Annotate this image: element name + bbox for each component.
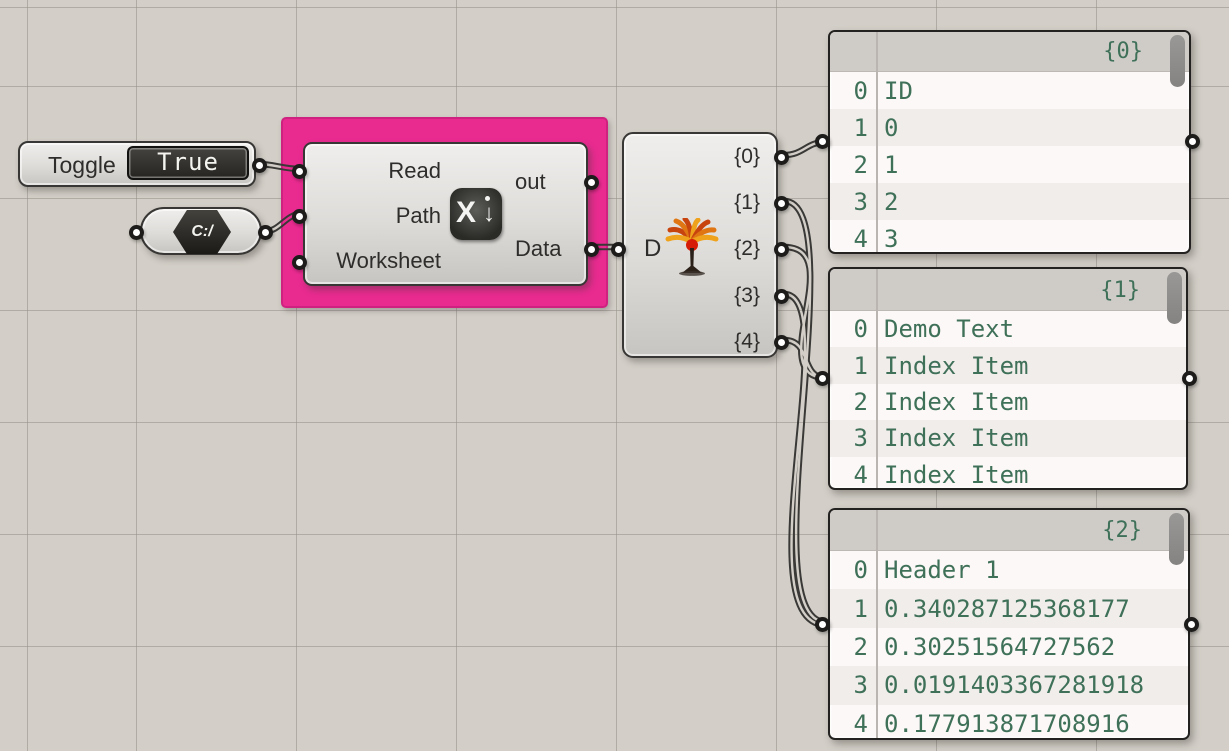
panel0-scrollbar-thumb[interactable] [1170,35,1185,87]
wire-out3-to-panel2 [783,290,827,629]
excel-data-nub[interactable] [584,242,599,257]
panel2-output-nub[interactable] [1184,617,1199,632]
explode-tree-component[interactable]: D {0} {1} {2} {3} [611,132,789,358]
panel0-output-nub[interactable] [1185,134,1200,149]
tree-output-2-nub[interactable] [774,242,789,257]
tree-output-1-nub[interactable] [774,196,789,211]
panel2-tag: {2} [1102,518,1142,543]
excel-output-data-label: Data [515,236,562,261]
tree-input-d-nub[interactable] [611,242,626,257]
panel0-tag: {0} [1103,39,1143,64]
excel-icon: X ↓ [450,188,502,240]
tree-output-4-nub[interactable] [774,335,789,350]
toggle-value[interactable]: True [127,146,249,180]
tree-output-0-label: {0} [734,145,760,168]
toggle-output-nub[interactable] [252,158,267,173]
tree-output-3-label: {3} [734,284,760,307]
panel1-scrollbar-thumb[interactable] [1167,272,1182,324]
panel1-tag: {1} [1100,278,1140,303]
tree-output-3-nub[interactable] [774,289,789,304]
explode-tree-icon [665,218,719,276]
toggle-label: Toggle [48,152,116,178]
path-primitive-icon: C:/ [173,210,231,254]
excel-icon-arrow: ↓ [483,200,495,227]
excel-output-out-label: out [515,169,546,194]
tree-output-4-label: {4} [734,330,760,353]
panel1-header: {1} [830,269,1186,311]
excel-input-worksheet-label: Worksheet [336,248,441,273]
path-input-nub[interactable] [129,225,144,240]
panel0-header: {0} [830,32,1189,72]
excel-icon-dot [485,196,490,201]
tree-output-2-label: {2} [734,237,760,260]
excel-out-nub[interactable] [584,175,599,190]
panel2-input-nub[interactable] [815,617,830,632]
panel0-input-nub[interactable] [815,134,830,149]
excel-worksheet-nub[interactable] [292,255,307,270]
excel-path-nub[interactable] [292,209,307,224]
panel2-header: {2} [830,510,1188,551]
excel-input-path-label: Path [395,203,441,228]
excel-reader-component[interactable]: Read Path Worksheet out Data X ↓ [292,142,599,286]
tree-output-0-nub[interactable] [774,150,789,165]
panel2-scrollbar-thumb[interactable] [1169,513,1184,565]
path-output-nub[interactable] [258,225,273,240]
tree-output-1-label: {1} [734,191,760,214]
panel0-column-separator [876,32,878,252]
excel-read-nub[interactable] [292,164,307,179]
excel-input-read-label: Read [388,158,441,183]
excel-icon-x: X [456,196,477,229]
tree-input-d-label: D [644,235,662,262]
file-path-component[interactable]: C:/ [129,207,273,255]
panel2-column-separator [876,510,878,738]
panel1-column-separator [876,269,878,488]
panel1-output-nub[interactable] [1182,371,1197,386]
boolean-toggle-component[interactable]: Toggle True [18,141,267,187]
panel1-input-nub[interactable] [815,371,830,386]
